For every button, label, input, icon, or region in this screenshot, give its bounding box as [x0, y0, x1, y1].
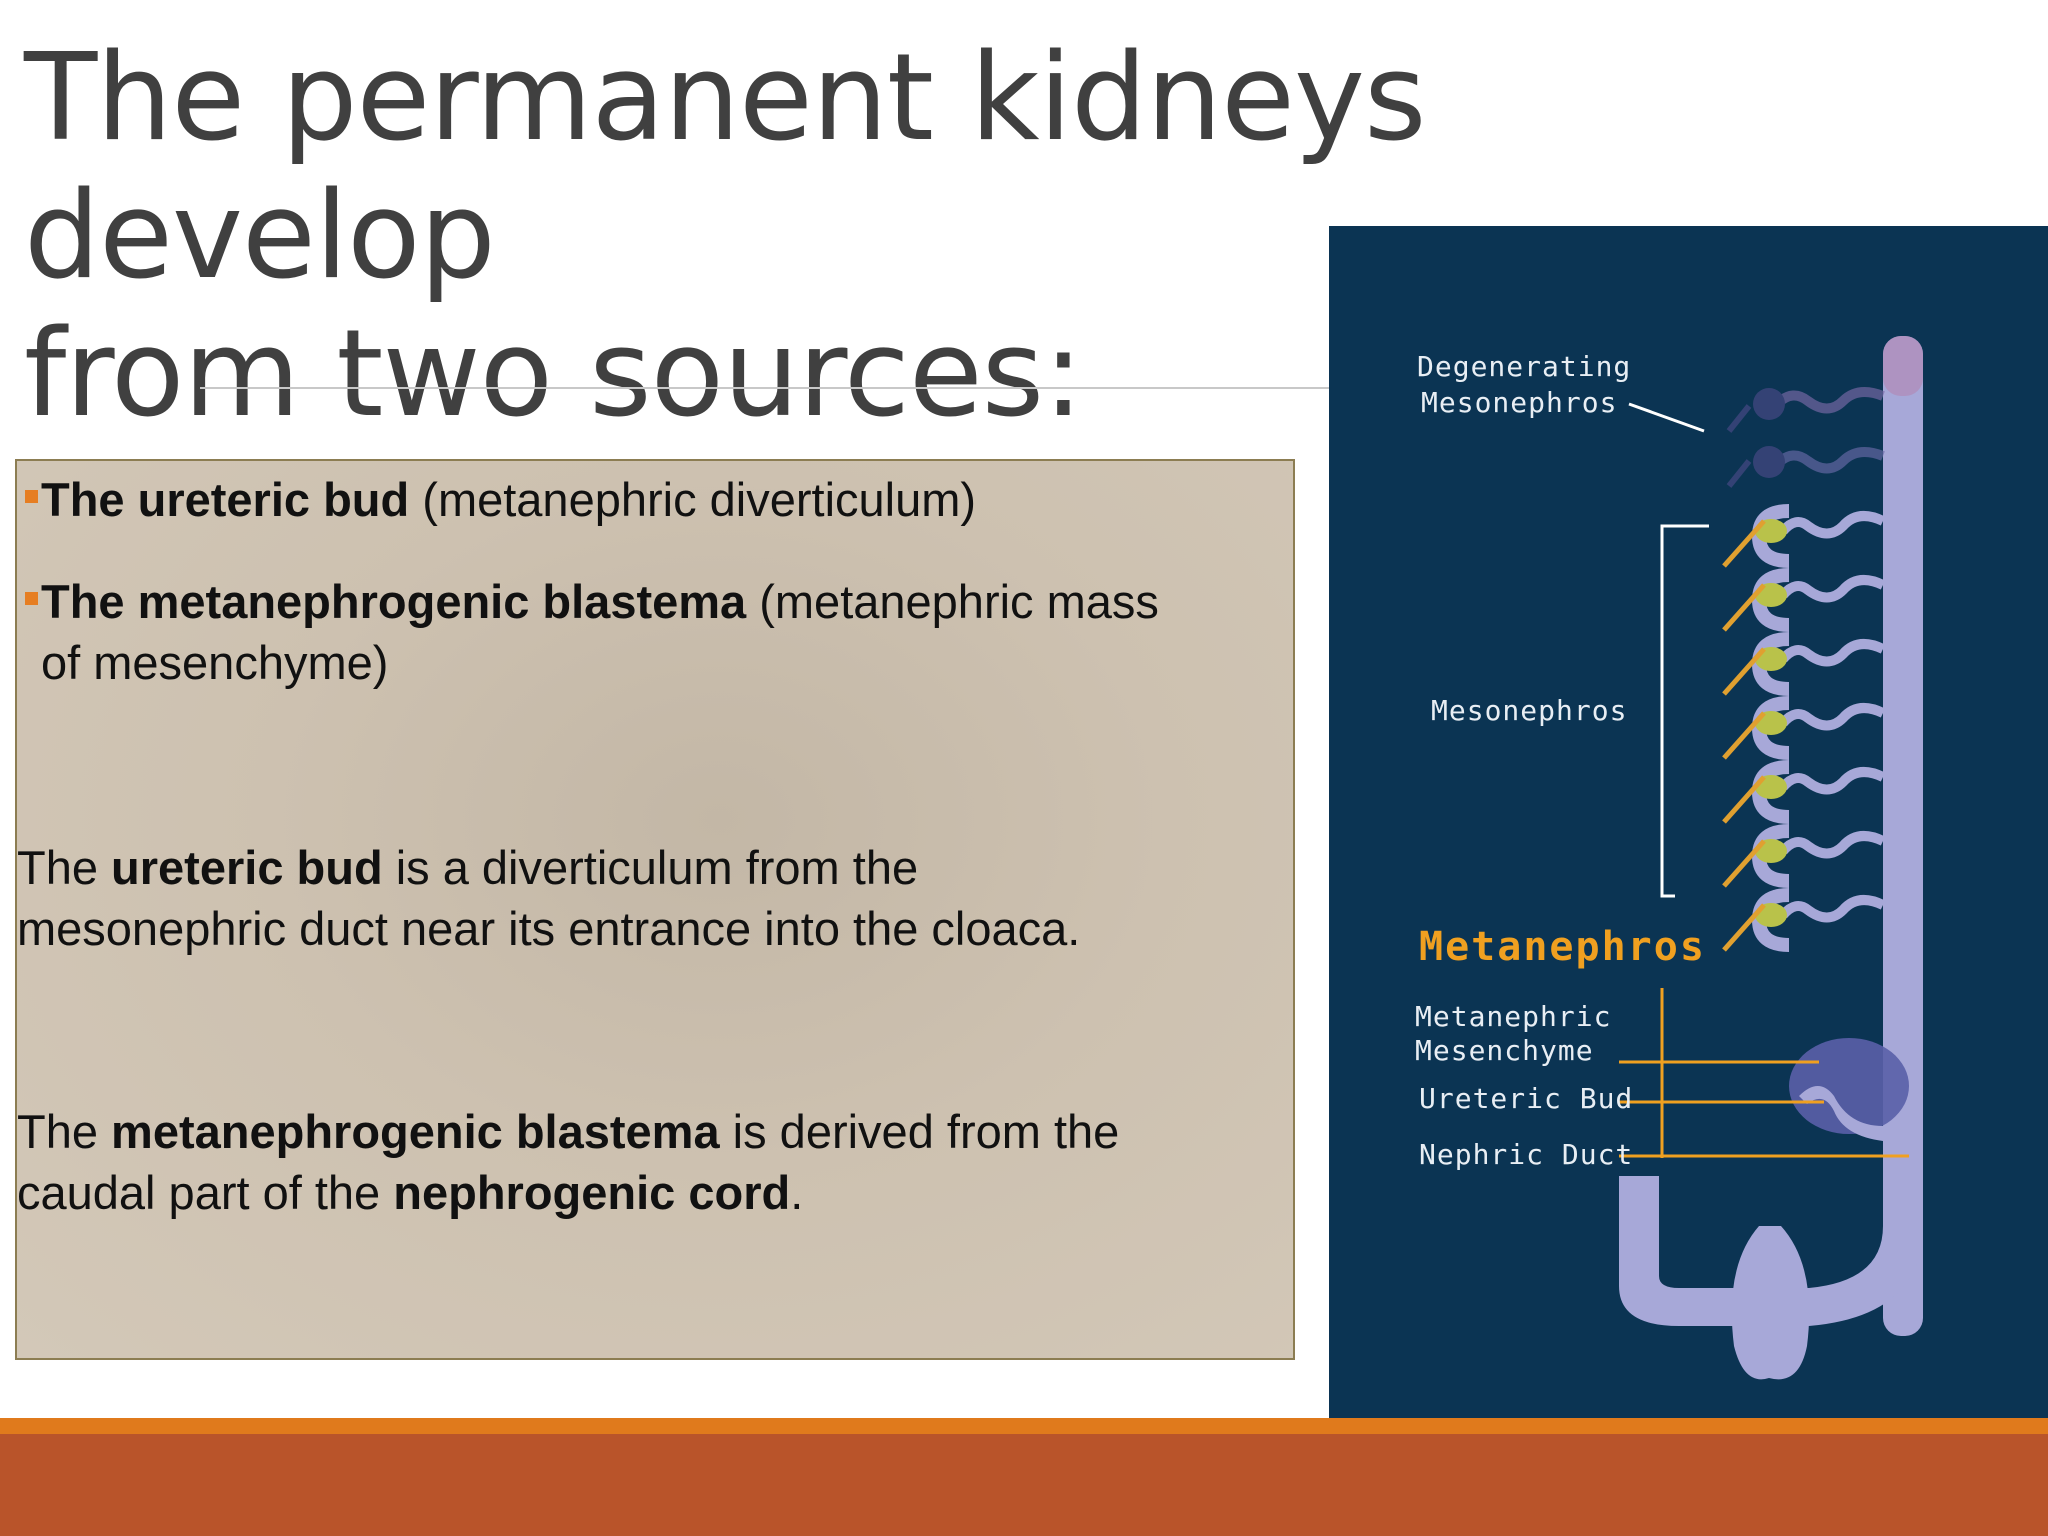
heading-metanephros: Metanephros [1419, 924, 1706, 970]
para-bold-term: metanephrogenic blastema [111, 1105, 720, 1158]
bullet-bold-term: The ureteric bud [41, 473, 410, 526]
paragraph-ureteric-bud: The ureteric bud is a diverticulum from … [17, 837, 1277, 959]
paragraph-metanephrogenic-blastema: The metanephrogenic blastema is derived … [17, 1101, 1277, 1223]
para-text: The [17, 841, 112, 894]
ureteric-bud-shape [1799, 1086, 1883, 1141]
bullet-bold-term: The metanephrogenic blastema [41, 575, 747, 628]
bullet-description: (metanephric diverticulum) [409, 473, 977, 526]
bullet-square-icon [25, 592, 38, 605]
footer-accent-bar [0, 1418, 2048, 1434]
para-text-line2: caudal part of the [17, 1166, 394, 1219]
label-mesenchyme: Mesenchyme [1415, 1034, 1594, 1067]
label-mesonephros: Mesonephros [1431, 694, 1628, 727]
para-text-line2-end: . [790, 1166, 804, 1219]
para-text-line2: mesonephric duct near its entrance into … [17, 902, 1081, 955]
label-degenerating: Degenerating [1417, 350, 1632, 383]
bullet-item-metanephrogenic-blastema: The metanephrogenic blastema (metanephri… [19, 571, 1269, 693]
bullet-description: (metanephric mass [746, 575, 1159, 628]
label-metanephric: Metanephric [1415, 1000, 1612, 1033]
para-text: The [17, 1105, 112, 1158]
label-ureteric-bud: Ureteric Bud [1419, 1082, 1634, 1115]
kidney-development-figure: Degenerating Mesonephros Mesonephros Met… [1329, 226, 2048, 1420]
content-box: The ureteric bud (metanephric diverticul… [15, 459, 1295, 1360]
para-bold-term-line2: nephrogenic cord [393, 1166, 791, 1219]
title-line-2: from two sources: [24, 305, 1084, 444]
degenerating-tubules [1726, 387, 1885, 488]
bullet-description-continued: of mesenchyme) [41, 636, 389, 689]
mesonephros-tubules [1722, 504, 1886, 952]
mesonephros-bracket [1660, 524, 1709, 898]
para-text: is a diverticulum from the [382, 841, 919, 894]
label-degenerating-mesonephros: Mesonephros [1421, 386, 1618, 419]
footer-bar [0, 1434, 2048, 1536]
bullet-square-icon [25, 490, 38, 503]
bullet-item-ureteric-bud: The ureteric bud (metanephric diverticul… [19, 469, 1269, 530]
label-nephric-duct: Nephric Duct [1419, 1138, 1634, 1171]
nephric-duct-shape [1883, 336, 1923, 1336]
title-line-1: The permanent kidneys develop [24, 29, 1427, 306]
kidney-diagram [1619, 336, 1923, 1380]
cloaca-shape [1731, 1226, 1810, 1380]
degenerating-pointer [1628, 402, 1705, 433]
para-bold-term: ureteric bud [111, 841, 383, 894]
title-divider [200, 387, 1330, 389]
para-text: is derived from the [719, 1105, 1120, 1158]
slide-title: The permanent kidneys develop from two s… [24, 30, 1764, 444]
